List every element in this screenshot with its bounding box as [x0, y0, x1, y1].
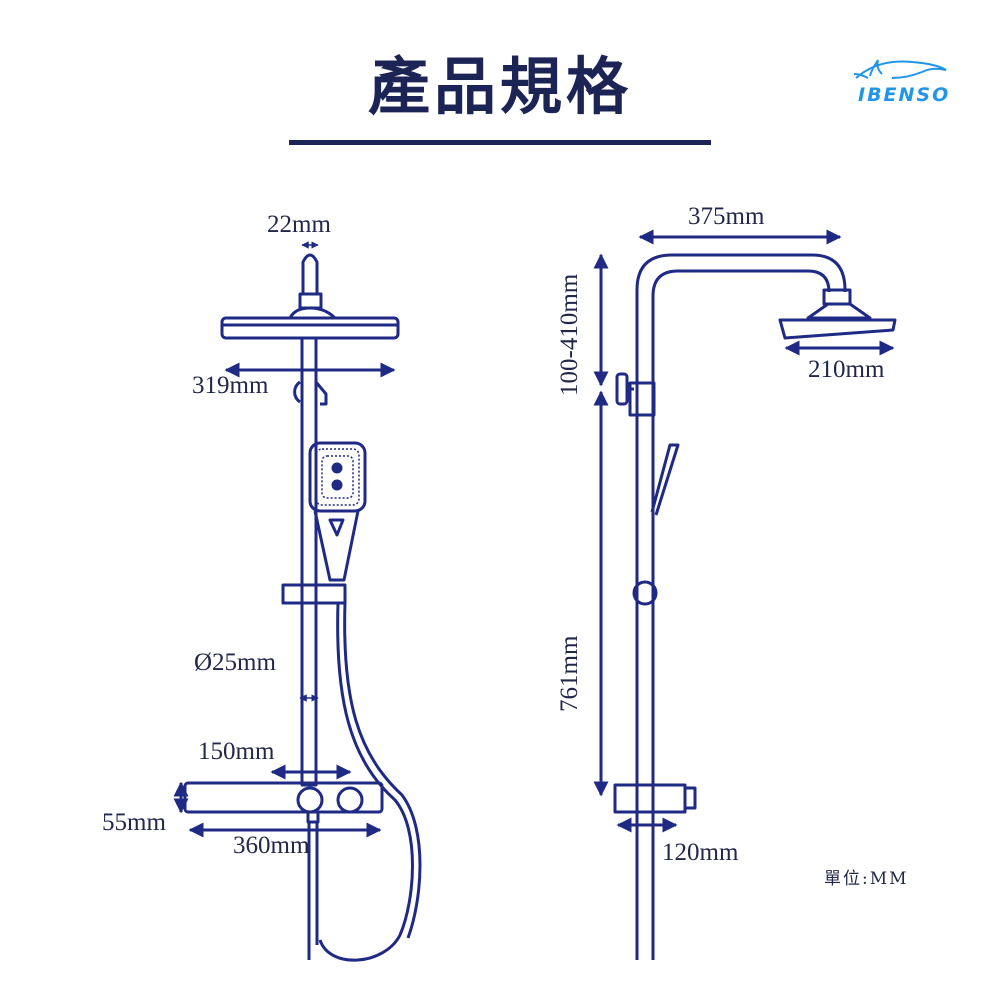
- dim-panel-height: 55mm: [102, 809, 166, 836]
- dim-valve-depth: 120mm: [662, 839, 739, 866]
- title-divider: [289, 140, 711, 145]
- side-view-shower: [613, 253, 897, 960]
- dim-rod-height: 761mm: [556, 635, 583, 712]
- dim-rod-diameter: Ø25mm: [194, 649, 276, 676]
- dim-pipe-top: 22mm: [267, 211, 331, 238]
- logo-text: IBENSO: [858, 84, 951, 106]
- dim-head-width: 319mm: [192, 372, 269, 399]
- dim-head-depth: 210mm: [808, 356, 885, 383]
- dim-valve-spacing: 150mm: [198, 738, 275, 765]
- dim-panel-width: 360mm: [233, 832, 310, 859]
- unit-label: 單位:MM: [824, 869, 909, 889]
- front-view-shower: [183, 253, 422, 962]
- dim-arm-length: 375mm: [688, 203, 765, 230]
- dim-adjust-range: 100-410mm: [556, 273, 583, 396]
- page-title: 產品規格: [367, 50, 632, 123]
- dimension-lines: [173, 229, 895, 838]
- dolphin-logo-icon: [853, 59, 947, 79]
